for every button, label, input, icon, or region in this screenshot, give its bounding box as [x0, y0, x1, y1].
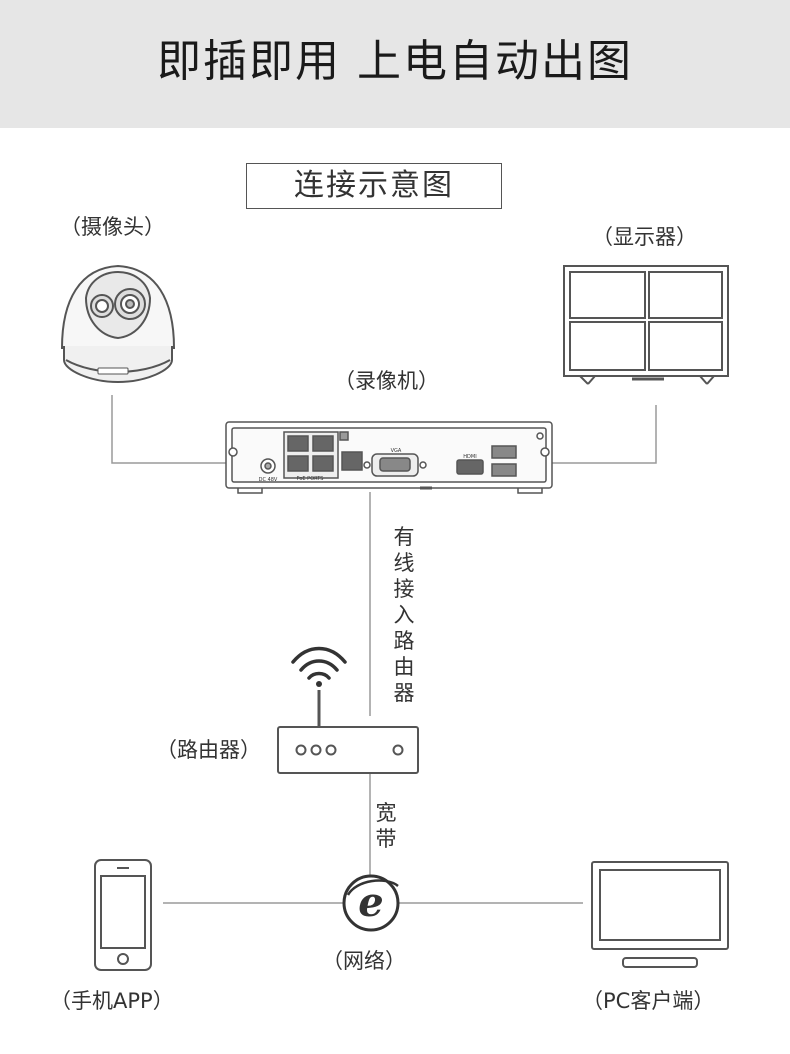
- nvr-label: （录像机）: [334, 369, 439, 393]
- camera-to-nvr-line: [111, 395, 226, 464]
- network-label: （网络）: [322, 949, 406, 973]
- header-banner: 即插即用 上电自动出图: [0, 0, 790, 128]
- wifi-icon: [291, 646, 347, 687]
- monitor-icon: [563, 265, 729, 385]
- nvr-port-label-vga: VGA: [391, 448, 402, 454]
- desktop-monitor-icon: [591, 861, 729, 968]
- nvr-port-label-hdmi: HDMI: [463, 454, 476, 460]
- link-label-wired-router: 有线接入路由器: [393, 525, 415, 705]
- phone-label: （手机APP）: [50, 989, 174, 1013]
- smartphone-icon: [94, 859, 152, 971]
- dome-camera-icon: [60, 264, 176, 384]
- link-label-broadband: 宽带: [375, 801, 397, 851]
- monitor-to-nvr-line: [551, 405, 657, 464]
- pc-label: （PC客户端）: [582, 989, 715, 1013]
- router-label: （路由器）: [156, 738, 261, 762]
- diagram-subtitle: 连接示意图: [246, 163, 502, 209]
- page-title: 即插即用 上电自动出图: [157, 36, 633, 87]
- camera-label: （摄像头）: [60, 215, 165, 239]
- svg-text:e: e: [358, 879, 383, 926]
- router-icon: [277, 690, 419, 774]
- monitor-label: （显示器）: [592, 225, 697, 249]
- nvr-port-label-poe: PoE PORTS: [297, 476, 324, 482]
- internet-e-icon: e: [342, 874, 400, 932]
- nvr-device-icon: [225, 421, 553, 494]
- nvr-port-label-dc: DC 48V: [259, 477, 278, 483]
- connection-lines: [111, 395, 657, 904]
